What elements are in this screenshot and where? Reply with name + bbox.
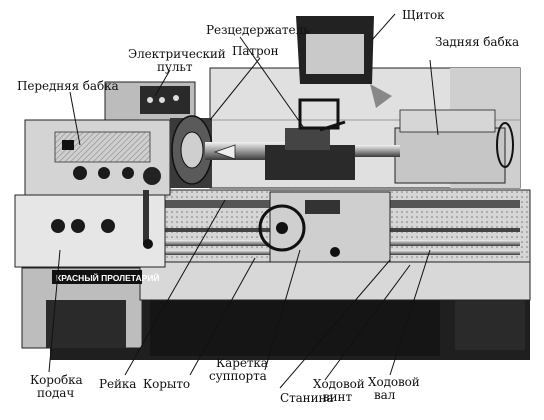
tailstock — [355, 109, 514, 184]
nameplate-bg — [52, 270, 142, 284]
label-koryto: Корыто — [143, 377, 191, 391]
leader-val — [389, 249, 431, 376]
leader-patron — [209, 57, 261, 121]
headstock — [24, 119, 171, 196]
label-val-line2: вал — [374, 388, 396, 402]
label-stanina: Станина — [280, 391, 334, 405]
leader-lines — [48, 13, 439, 389]
leader-shchitok — [371, 13, 396, 41]
leader-elektr — [154, 69, 171, 97]
leader-vint — [324, 264, 411, 381]
chip-shield — [296, 16, 392, 108]
label-korobka-line1: Коробка — [30, 373, 83, 387]
nameplate-text: КРАСНЫЙ ПРОЛЕТАРИЙ — [56, 272, 160, 283]
leader-zadnyaya — [429, 59, 439, 136]
leader-rezcedertel — [239, 36, 305, 129]
leader-karetka — [264, 249, 301, 371]
feed-gearbox — [14, 190, 166, 268]
label-reika: Рейка — [99, 377, 137, 391]
apron — [258, 191, 391, 263]
label-karetka-line2: суппорта — [209, 369, 267, 383]
leader-perednyaya — [69, 91, 81, 146]
leader-korobka — [48, 249, 61, 373]
label-rezcedertel: Резцедержатель — [206, 23, 310, 37]
label-vint-line2: винт — [323, 390, 352, 404]
label-val-line1: Ходовой — [368, 375, 420, 389]
tool-post — [265, 98, 355, 180]
electrical-panel — [104, 81, 196, 121]
leader-reika — [124, 199, 226, 376]
label-elektr-line2: пульт — [157, 60, 193, 74]
leader-stanina — [279, 259, 391, 389]
label-karetka-line1: Каретка — [216, 356, 268, 370]
label-patron: Патрон — [232, 44, 279, 58]
label-elektr-line1: Электрический — [128, 47, 226, 61]
label-korobka-line2: подач — [37, 386, 75, 400]
label-zadnyaya: Задняя бабка — [435, 35, 520, 49]
label-shchitok: Щиток — [402, 8, 445, 22]
label-perednyaya: Передняя бабка — [17, 79, 119, 93]
leader-koryto — [189, 257, 256, 376]
label-vint-line1: Ходовой — [313, 377, 365, 391]
